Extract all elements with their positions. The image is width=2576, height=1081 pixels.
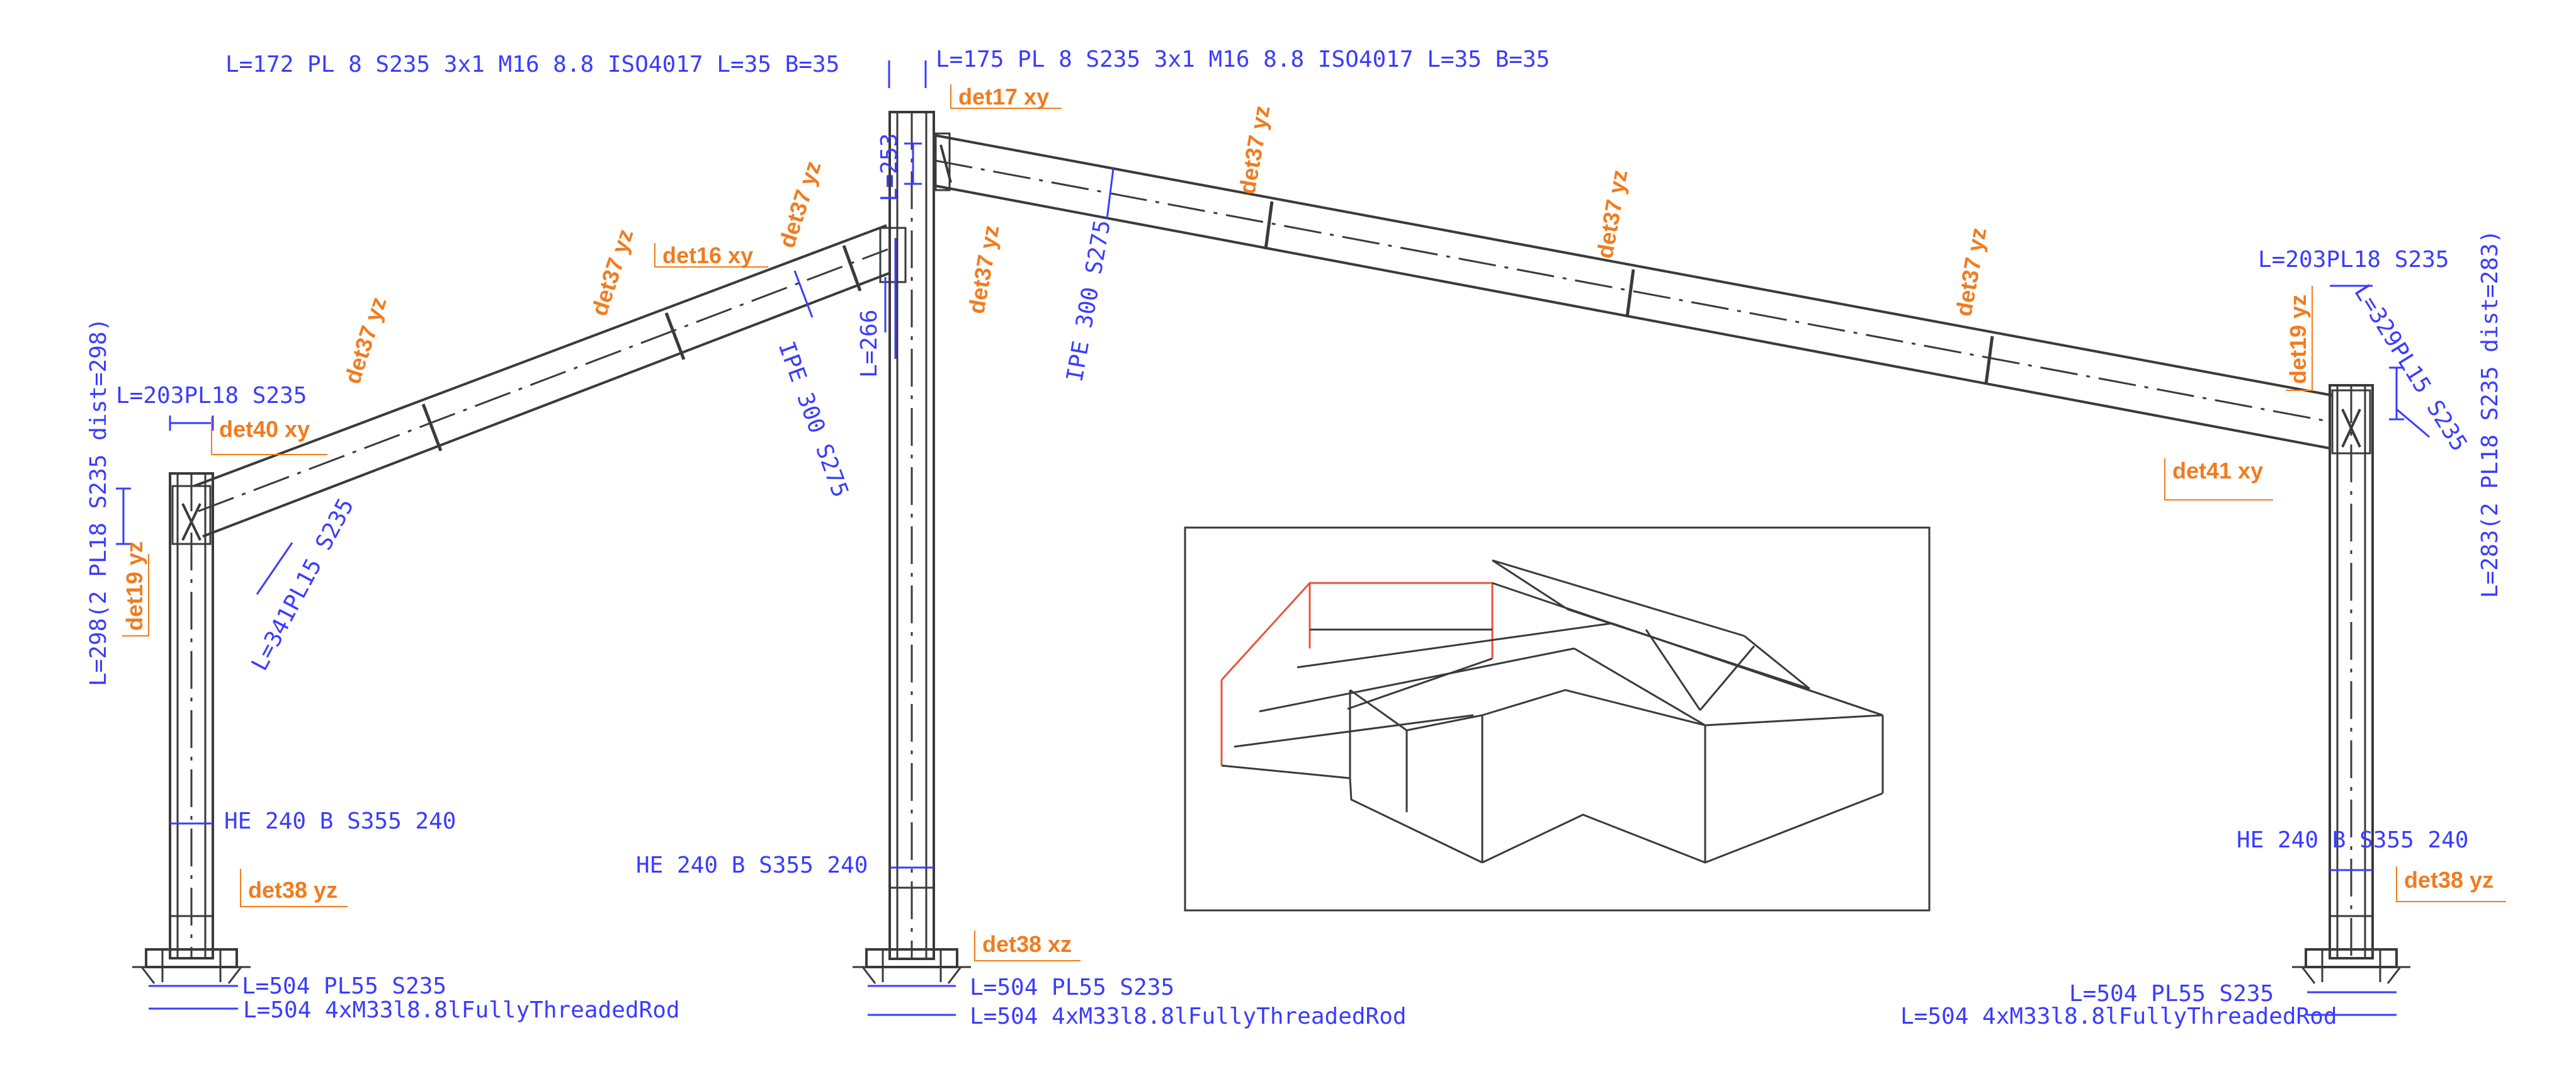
base-right-rod-label: L=504 4xM33l8.8lFullyThreadedRod	[1900, 1004, 2337, 1029]
top-right-plate-label: L=175 PL 8 S235 3x1 M16 8.8 ISO4017 L=35…	[936, 47, 1550, 72]
svg-text:det37 yz: det37 yz	[586, 226, 638, 319]
right-rafter-profile-label: IPE 300 S275	[1062, 218, 1116, 383]
right-column-label: HE 240 B S355 240	[2237, 827, 2468, 853]
detail-tag-det41[interactable]: det41 xy	[2164, 458, 2273, 501]
middle-column[interactable]	[888, 111, 935, 960]
3d-overview-inset[interactable]	[1184, 526, 1931, 912]
middle-base-plate[interactable]	[853, 948, 971, 984]
detail-tag-det16[interactable]: det16 xy	[654, 242, 768, 268]
ridge-connection	[879, 132, 952, 283]
dim-l253-label: L=253	[877, 133, 902, 201]
detail-tag-det40[interactable]: det40 xy	[211, 416, 327, 455]
right-rafter-splices	[1264, 201, 1994, 385]
svg-text:det37 yz: det37 yz	[774, 158, 826, 251]
detail-tag-det38-middle[interactable]: det38 xz	[974, 931, 1081, 961]
left-rafter[interactable]	[193, 224, 890, 538]
svg-text:det37 yz: det37 yz	[1951, 225, 1992, 318]
svg-text:det41 xy: det41 xy	[2172, 458, 2263, 484]
base-right-plate-label: L=504 PL55 S235	[2069, 981, 2274, 1007]
left-column-label: HE 240 B S355 240	[224, 808, 456, 834]
dimension-lines	[116, 60, 2430, 1016]
svg-text:det38 yz: det38 yz	[248, 877, 338, 903]
detail-tag-det38-right[interactable]: det38 yz	[2396, 866, 2506, 902]
svg-text:det38 yz: det38 yz	[2404, 867, 2494, 893]
svg-text:det17 xy: det17 xy	[958, 84, 1049, 110]
svg-text:det40 xy: det40 xy	[219, 416, 310, 442]
base-left-plate-label: L=504 PL55 S235	[242, 973, 446, 999]
svg-text:det37 yz: det37 yz	[963, 223, 1004, 315]
right-base-plate[interactable]	[2292, 948, 2410, 984]
left-rafter-splices	[421, 245, 862, 451]
base-left-rod-label: L=504 4xM33l8.8lFullyThreadedRod	[243, 997, 680, 1023]
svg-text:det37 yz: det37 yz	[339, 294, 392, 387]
right-rafter[interactable]	[934, 134, 2333, 450]
base-middle-plate-label: L=504 PL55 S235	[970, 975, 1174, 1000]
svg-text:det19 yz: det19 yz	[2285, 295, 2311, 384]
dim-l266-label: L=266	[856, 310, 882, 378]
left-haunch	[171, 485, 212, 545]
detail-tag-det17[interactable]: det17 xy	[950, 84, 1062, 110]
left-rafter-profile-label: IPE 300 S275	[773, 338, 853, 501]
right-haunch	[2331, 389, 2371, 455]
right-vertical-label: L=283(2 PL18 S235 dist=283)	[2477, 230, 2503, 598]
left-base-plate[interactable]	[132, 948, 251, 984]
svg-text:det19 yz: det19 yz	[122, 541, 147, 631]
svg-text:det37 yz: det37 yz	[1592, 167, 1633, 260]
svg-text:det38 xz: det38 xz	[982, 931, 1072, 957]
right-column[interactable]	[2329, 384, 2374, 959]
right-stiffener-label: L=329PL15 S235	[2349, 280, 2472, 456]
right-plate-label: L=203PL18 S235	[2258, 247, 2449, 273]
top-left-plate-label: L=172 PL 8 S235 3x1 M16 8.8 ISO4017 L=35…	[225, 52, 839, 77]
left-vertical-label: L=298(2 PL18 S235 dist=298)	[86, 318, 111, 686]
detail-tag-det19-left[interactable]: det19 yz	[122, 541, 149, 637]
detail-tag-det38-left[interactable]: det38 yz	[240, 869, 348, 907]
left-column[interactable]	[169, 472, 214, 959]
left-plate-label: L=203PL18 S235	[116, 383, 307, 409]
middle-column-label: HE 240 B S355 240	[636, 852, 868, 878]
svg-text:det37 yz: det37 yz	[1234, 103, 1275, 196]
detail-tags-det37[interactable]: det37 yz det37 yz det37 yz det37 yz det3…	[339, 103, 1992, 387]
detail-tag-det19-right[interactable]: det19 yz	[2285, 286, 2313, 391]
svg-text:det16 xy: det16 xy	[662, 242, 753, 268]
base-middle-rod-label: L=504 4xM33l8.8lFullyThreadedRod	[970, 1004, 1407, 1029]
